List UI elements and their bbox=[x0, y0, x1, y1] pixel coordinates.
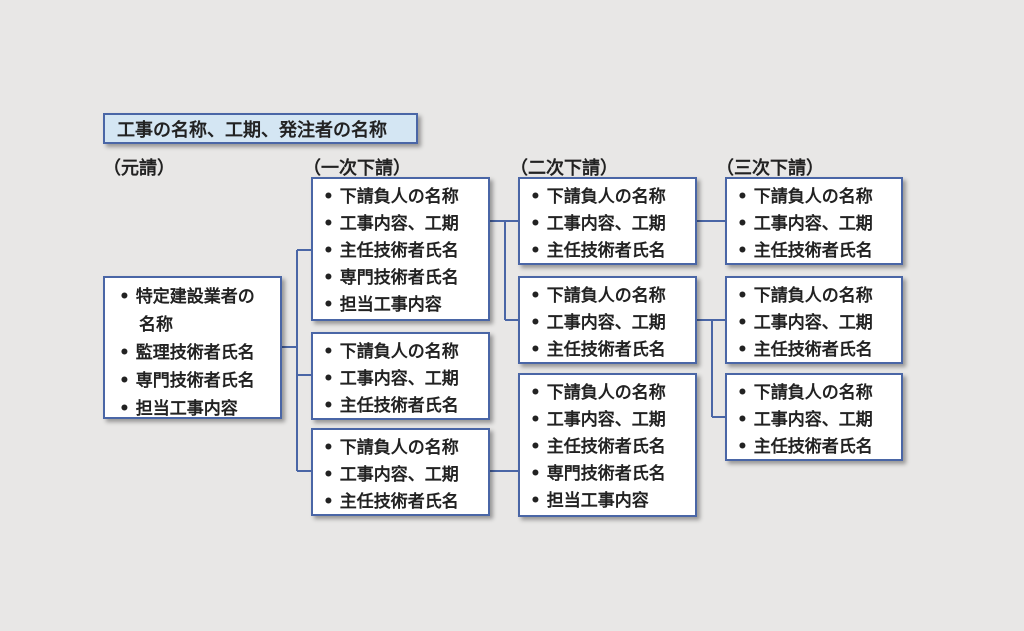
prime-item: 監理技術者氏名 bbox=[105, 339, 280, 367]
list-item: 担当工事内容 bbox=[313, 292, 488, 319]
prime-item-continuation: 名称 bbox=[139, 315, 173, 335]
list-item: 専門技術者氏名 bbox=[313, 265, 488, 292]
list-item: 工事内容、工期 bbox=[727, 211, 901, 238]
prime-item: 特定建設業者の bbox=[105, 283, 280, 311]
list-item: 工事内容、工期 bbox=[727, 310, 901, 337]
list-item: 工事内容、工期 bbox=[520, 310, 695, 337]
list-item: 工事内容、工期 bbox=[313, 366, 488, 393]
project-title-box: 工事の名称、工期、発注者の名称 bbox=[103, 113, 418, 144]
second-tier-box-2: 下請負人の名称 工事内容、工期 主任技術者氏名 bbox=[518, 276, 697, 364]
first-tier-box-1: 下請負人の名称 工事内容、工期 主任技術者氏名 専門技術者氏名 担当工事内容 bbox=[311, 177, 490, 321]
column-label-third: （三次下請） bbox=[716, 158, 824, 179]
list-item: 工事内容、工期 bbox=[520, 211, 695, 238]
second-tier-box-1: 下請負人の名称 工事内容、工期 主任技術者氏名 bbox=[518, 177, 697, 265]
project-title: 工事の名称、工期、発注者の名称 bbox=[117, 119, 387, 141]
list-item: 工事内容、工期 bbox=[520, 407, 695, 434]
list-item: 下請負人の名称 bbox=[727, 283, 901, 310]
list-item: 主任技術者氏名 bbox=[520, 337, 695, 364]
list-item: 下請負人の名称 bbox=[520, 283, 695, 310]
list-item: 工事内容、工期 bbox=[313, 462, 488, 489]
list-item: 工事内容、工期 bbox=[313, 211, 488, 238]
list-item: 専門技術者氏名 bbox=[520, 461, 695, 488]
list-item: 主任技術者氏名 bbox=[520, 434, 695, 461]
list-item: 下請負人の名称 bbox=[520, 380, 695, 407]
list-item: 主任技術者氏名 bbox=[313, 489, 488, 516]
column-label-first: （一次下請） bbox=[303, 158, 411, 179]
third-tier-box-3: 下請負人の名称 工事内容、工期 主任技術者氏名 bbox=[725, 373, 903, 461]
list-item: 下請負人の名称 bbox=[520, 184, 695, 211]
prime-item: 専門技術者氏名 bbox=[105, 367, 280, 395]
first-tier-box-3: 下請負人の名称 工事内容、工期 主任技術者氏名 bbox=[311, 428, 490, 516]
list-item: 下請負人の名称 bbox=[313, 435, 488, 462]
list-item: 下請負人の名称 bbox=[727, 380, 901, 407]
list-item: 担当工事内容 bbox=[520, 488, 695, 515]
third-tier-box-2: 下請負人の名称 工事内容、工期 主任技術者氏名 bbox=[725, 276, 903, 364]
list-item: 主任技術者氏名 bbox=[313, 393, 488, 420]
list-item: 主任技術者氏名 bbox=[313, 238, 488, 265]
list-item: 工事内容、工期 bbox=[727, 407, 901, 434]
column-label-second: （二次下請） bbox=[510, 158, 618, 179]
list-item: 主任技術者氏名 bbox=[727, 337, 901, 364]
list-item: 下請負人の名称 bbox=[313, 339, 488, 366]
list-item: 下請負人の名称 bbox=[727, 184, 901, 211]
list-item: 下請負人の名称 bbox=[313, 184, 488, 211]
list-item: 主任技術者氏名 bbox=[727, 238, 901, 265]
list-item: 主任技術者氏名 bbox=[520, 238, 695, 265]
prime-item: 担当工事内容 bbox=[105, 395, 280, 423]
prime-contractor-box: 特定建設業者の 名称 監理技術者氏名 専門技術者氏名 担当工事内容 bbox=[103, 276, 282, 419]
column-label-prime: （元請） bbox=[103, 158, 175, 179]
third-tier-box-1: 下請負人の名称 工事内容、工期 主任技術者氏名 bbox=[725, 177, 903, 265]
second-tier-box-3: 下請負人の名称 工事内容、工期 主任技術者氏名 専門技術者氏名 担当工事内容 bbox=[518, 373, 697, 517]
first-tier-box-2: 下請負人の名称 工事内容、工期 主任技術者氏名 bbox=[311, 332, 490, 420]
list-item: 主任技術者氏名 bbox=[727, 434, 901, 461]
